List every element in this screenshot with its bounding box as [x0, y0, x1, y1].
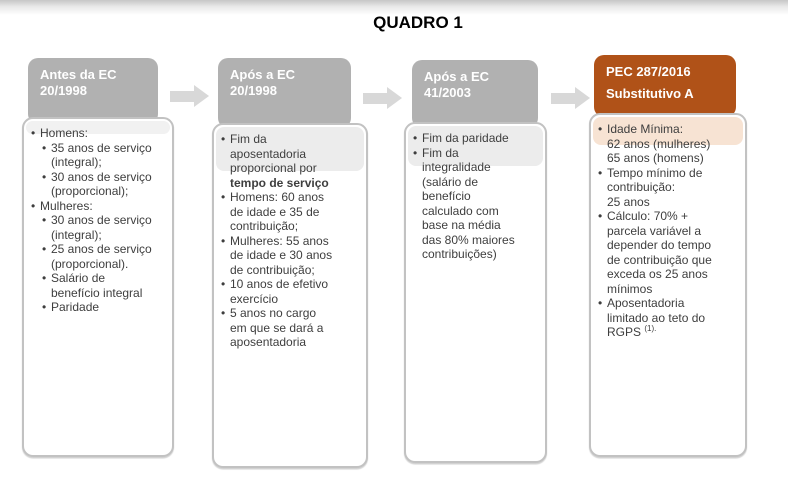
header-line: Após a EC [424, 69, 490, 84]
bullet-icon: • [42, 140, 47, 155]
column-body: • Idade Mínima:62 anos (mulheres)65 anos … [589, 113, 747, 457]
highlight-band [408, 126, 543, 166]
bullet-icon: • [221, 190, 226, 204]
header-line: Antes da EC [40, 67, 117, 82]
list-item: • Homens: [31, 126, 166, 141]
arrow-right-icon [551, 87, 590, 109]
top-gradient [0, 0, 788, 15]
highlight-band [26, 121, 170, 134]
bullet-icon: • [42, 271, 47, 285]
highlight-band [593, 117, 743, 145]
arrow-right-icon [363, 87, 402, 109]
list-item-text: Homens: [40, 126, 89, 140]
bullet-icon: • [31, 126, 36, 140]
list-item-text: 35 anos de serviço(integral); [51, 140, 152, 170]
list-item-text: Fim da paridade [422, 131, 509, 145]
header-line: Substitutivo A [606, 86, 694, 101]
bullet-icon: • [221, 277, 226, 291]
bullet-icon: • [42, 169, 47, 184]
header-line: Após a EC [230, 67, 296, 82]
column-header: PEC 287/2016 Substitutivo A [594, 55, 736, 117]
header-line: 20/1998 [40, 83, 87, 98]
column-header: Após a EC 20/1998 [218, 58, 351, 128]
highlight-band [216, 127, 364, 171]
page-title: QUADRO 1 [373, 13, 463, 32]
list-item: • 35 anos de serviço(integral); [42, 141, 166, 170]
list-item: • 25 anos de serviço(proporcional). [42, 242, 166, 271]
list-item: • Mulheres: [31, 199, 166, 214]
bullet-icon: • [413, 145, 418, 160]
bullet-list: •Homens:•35 anos de serviço(integral);•3… [24, 119, 172, 321]
bullet-icon: • [31, 198, 36, 213]
list-item: • Idade Mínima:62 anos (mulheres)65 anos … [598, 122, 739, 166]
column-header: Antes da EC 20/1998 [28, 58, 158, 124]
list-item-text: 30 anos de serviço(integral); [51, 213, 152, 242]
bullet-list: • Idade Mínima:62 anos (mulheres)65 anos … [591, 115, 745, 346]
list-item-text: 25 anos de serviço(proporcional). [51, 242, 152, 271]
list-item-text: Mulheres: [40, 198, 93, 213]
list-item-text: Paridade [51, 300, 100, 314]
bullet-icon: • [42, 300, 47, 314]
bullet-icon: • [413, 131, 418, 145]
arrow-right-icon [170, 85, 209, 107]
list-item: • 30 anos de serviço(integral); [42, 213, 166, 242]
header-line: 20/1998 [230, 83, 277, 98]
column-header: Após a EC 41/2003 [412, 60, 538, 128]
list-item: • Paridade [42, 300, 166, 315]
bullet-icon: • [221, 306, 226, 320]
list-item-text: Idade Mínima:62 anos (mulheres)65 anos (… [607, 122, 711, 165]
column-body: •Homens:•35 anos de serviço(integral);•3… [22, 117, 174, 457]
bullet-icon: • [598, 296, 603, 310]
bullet-icon: • [42, 213, 47, 227]
bullet-icon: • [221, 233, 226, 248]
bullet-icon: • [598, 209, 603, 223]
list-item-text: 30 anos de serviço(proporcional); [51, 169, 152, 199]
list-item: • Fim da paridade [413, 131, 539, 146]
bullet-icon: • [42, 242, 47, 256]
bullet-icon: • [598, 165, 603, 180]
list-item: • 30 anos de serviço(proporcional); [42, 170, 166, 199]
header-line: 41/2003 [424, 85, 471, 100]
bullet-icon: • [598, 122, 603, 136]
header-line: PEC 287/2016 [606, 64, 691, 79]
bullet-icon: • [221, 132, 226, 146]
